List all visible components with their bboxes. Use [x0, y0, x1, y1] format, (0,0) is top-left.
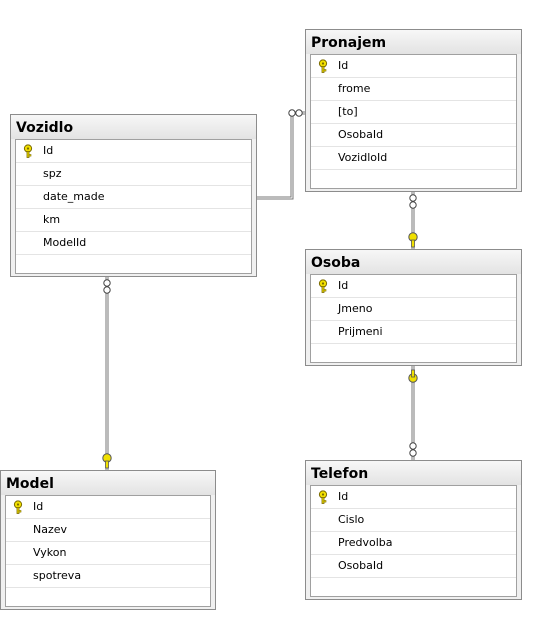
- primary-key-icon: [22, 144, 34, 158]
- column-name: date_made: [43, 190, 105, 203]
- table-title: Vozidlo: [11, 115, 256, 139]
- one-end-key-icon: [102, 453, 112, 469]
- column-row[interactable]: Id: [16, 140, 251, 163]
- column-row[interactable]: ModelId: [16, 232, 251, 255]
- column-row[interactable]: km: [16, 209, 251, 232]
- column-name: km: [43, 213, 61, 226]
- column-row[interactable]: VozidloId: [311, 147, 516, 170]
- column-row[interactable]: Prijmeni: [311, 321, 516, 344]
- column-name: Id: [338, 279, 349, 292]
- column-row[interactable]: OsobaId: [311, 124, 516, 147]
- column-name: Id: [338, 59, 349, 72]
- column-row[interactable]: Nazev: [6, 519, 210, 542]
- column-row[interactable]: Predvolba: [311, 532, 516, 555]
- table-title: Telefon: [306, 461, 521, 485]
- column-name: Predvolba: [338, 536, 393, 549]
- column-name: Vykon: [33, 546, 67, 559]
- primary-key-icon: [317, 59, 329, 73]
- column-name: frome: [338, 82, 371, 95]
- column-row[interactable]: OsobaId: [311, 555, 516, 578]
- column-row[interactable]: spotreva: [6, 565, 210, 588]
- primary-key-icon: [12, 500, 24, 514]
- column-name: Id: [33, 500, 44, 513]
- one-end-key-icon: [408, 369, 418, 383]
- primary-key-icon: [317, 279, 329, 293]
- one-end-key-icon: [408, 232, 418, 248]
- column-name: ModelId: [43, 236, 87, 249]
- column-name: Nazev: [33, 523, 68, 536]
- many-end-infinity-icon: [288, 109, 303, 117]
- table-title: Model: [1, 471, 215, 495]
- column-row[interactable]: Cislo: [311, 509, 516, 532]
- column-name: OsobaId: [338, 128, 384, 141]
- column-row[interactable]: spz: [16, 163, 251, 186]
- column-name: Id: [338, 490, 349, 503]
- column-name: Cislo: [338, 513, 365, 526]
- table-title: Osoba: [306, 250, 521, 274]
- column-name: spotreva: [33, 569, 82, 582]
- column-name: Id: [43, 144, 54, 157]
- column-row[interactable]: Id: [311, 275, 516, 298]
- column-name: spz: [43, 167, 62, 180]
- column-name: Prijmeni: [338, 325, 383, 338]
- relationship-vozidlo-model[interactable]: [102, 277, 112, 470]
- column-row[interactable]: Id: [311, 486, 516, 509]
- column-name: [to]: [338, 105, 358, 118]
- many-end-infinity-icon: [409, 442, 417, 457]
- relationship-pronajem-osoba[interactable]: [408, 192, 418, 249]
- column-name: Jmeno: [338, 302, 373, 315]
- many-end-infinity-icon: [103, 279, 111, 294]
- column-row[interactable]: date_made: [16, 186, 251, 209]
- column-name: VozidloId: [338, 151, 388, 164]
- column-row[interactable]: frome: [311, 78, 516, 101]
- column-row[interactable]: Id: [6, 496, 210, 519]
- column-row[interactable]: Jmeno: [311, 298, 516, 321]
- column-name: OsobaId: [338, 559, 384, 572]
- many-end-infinity-icon: [409, 194, 417, 209]
- column-row[interactable]: Id: [311, 55, 516, 78]
- relationship-telefon-osoba[interactable]: [408, 366, 418, 460]
- column-row[interactable]: Vykon: [6, 542, 210, 565]
- table-title: Pronajem: [306, 30, 521, 54]
- column-row[interactable]: [to]: [311, 101, 516, 124]
- primary-key-icon: [317, 490, 329, 504]
